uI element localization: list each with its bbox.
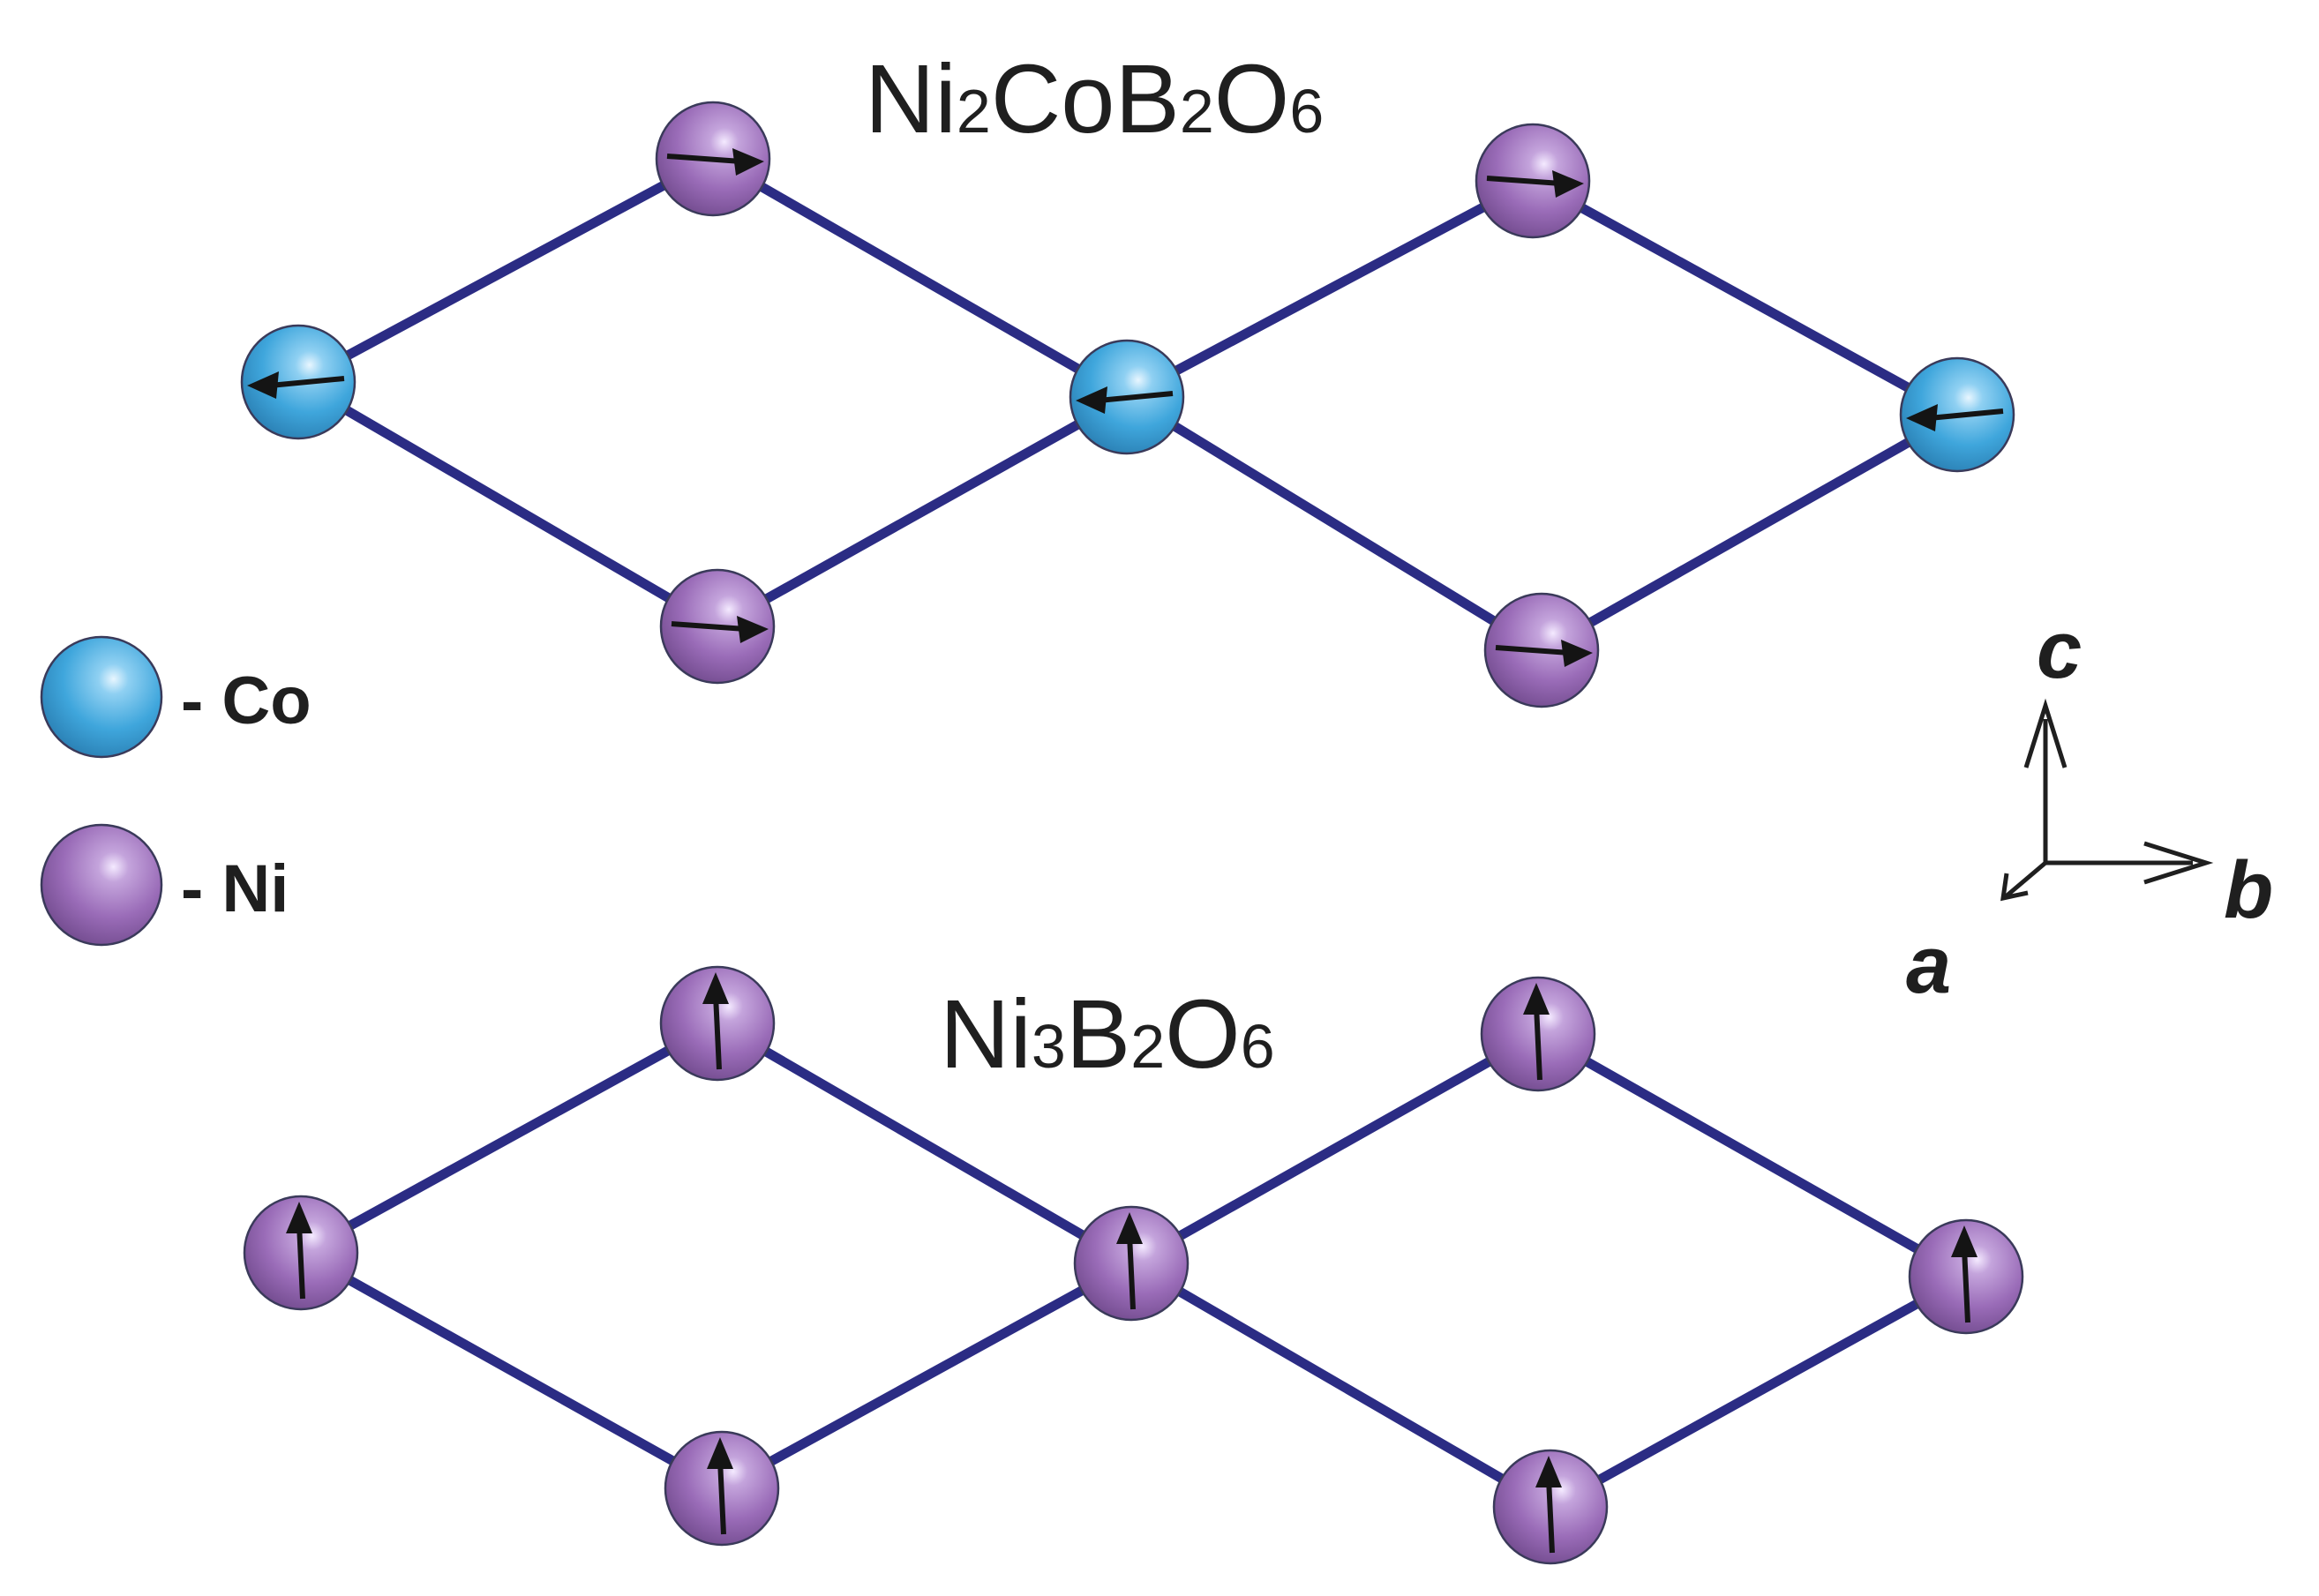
spin-arrow-head: [1906, 404, 1938, 431]
bottom-ni-atom: [1492, 1449, 1609, 1565]
legend-ni-atom: [40, 823, 163, 947]
spin-arrow-head: [1076, 386, 1107, 414]
axis-a-line: [2003, 861, 2047, 899]
top-bond: [715, 393, 1129, 631]
top-bond: [710, 154, 1129, 401]
top-bond: [296, 378, 720, 631]
top-formula-ni: Ni: [865, 45, 957, 154]
legend-co-label: - Co: [181, 663, 311, 738]
bottom-bond: [1535, 1030, 1969, 1281]
bottom-formula-sub-2: 2: [1130, 1012, 1165, 1081]
spin-arrow-shaft: [713, 994, 722, 1070]
axes-indicator: c b a: [1906, 605, 2273, 1010]
legend-co-atom: [40, 635, 163, 759]
bottom-bond: [715, 1019, 1134, 1268]
spin-arrow-head: [1523, 983, 1550, 1015]
bottom-bond: [298, 1248, 724, 1493]
spin-arrow-head: [1535, 1456, 1562, 1487]
bottom-formula: Ni3B2O6: [940, 980, 1275, 1089]
spin-arrow-shaft: [269, 376, 345, 388]
legend: - Co - Ni: [40, 635, 311, 947]
bottom-ni-atom: [1908, 1218, 2024, 1335]
top-formula: Ni2CoB2O6: [865, 45, 1324, 154]
spin-arrow-head: [1951, 1225, 1978, 1257]
bottom-formula-b: B: [1066, 980, 1130, 1089]
top-ni-atom: [655, 101, 771, 217]
spin-arrow-shaft: [1962, 1248, 1970, 1323]
spin-arrow-shaft: [1486, 176, 1562, 186]
bottom-formula-sub-3: 3: [1032, 1012, 1066, 1081]
axis-a-label: a: [1906, 920, 1951, 1010]
spin-arrow-head: [707, 1437, 733, 1469]
spin-arrow-head: [737, 616, 769, 643]
top-co-atom: [240, 324, 356, 440]
spin-arrow-shaft: [1928, 408, 2004, 421]
spin-arrow-shaft: [1127, 1234, 1136, 1310]
axis-b-arrowhead: [2143, 841, 2214, 885]
top-ni-atom: [659, 568, 776, 685]
top-formula-sub-6: 6: [1289, 77, 1324, 146]
spin-arrow-head: [702, 972, 729, 1004]
spin-arrow-head: [247, 371, 279, 399]
top-bond: [1124, 393, 1544, 655]
top-formula-sub-2: 2: [957, 77, 991, 146]
bottom-lattice: [243, 965, 2024, 1565]
top-ni-atom: [1475, 123, 1591, 239]
top-ni-atom: [1483, 592, 1600, 708]
spin-arrow-head: [1116, 1212, 1143, 1244]
spin-arrow-shaft: [296, 1224, 305, 1300]
axis-b-label: b: [2224, 845, 2273, 935]
spin-arrow-head: [732, 148, 764, 176]
bottom-bond: [1129, 1030, 1541, 1268]
bottom-bond: [1548, 1272, 1969, 1511]
bottom-formula-ni: Ni: [940, 980, 1032, 1089]
bottom-ni-atom: [1480, 976, 1596, 1092]
spin-arrow-shaft: [1098, 391, 1174, 403]
spin-arrow-shaft: [671, 621, 747, 632]
top-formula-sub-2b: 2: [1180, 77, 1214, 146]
top-formula-o: O: [1214, 45, 1290, 154]
axis-c-label: c: [2037, 605, 2082, 695]
bottom-formula-o: O: [1165, 980, 1241, 1089]
spin-arrow-shaft: [1495, 645, 1571, 656]
bottom-bond: [1129, 1259, 1553, 1511]
top-bond: [1124, 176, 1535, 401]
bottom-bond: [298, 1019, 720, 1257]
spin-arrow-shaft: [1546, 1478, 1555, 1554]
axis-c-arrowhead: [2023, 698, 2068, 768]
top-formula-co: Co: [991, 45, 1115, 154]
spin-arrow-shaft: [1534, 1005, 1542, 1081]
top-formula-b: B: [1114, 45, 1179, 154]
spin-arrow-shaft: [717, 1459, 726, 1535]
bottom-ni-atom: [243, 1195, 359, 1311]
spin-arrow-shaft: [666, 154, 742, 164]
axis-a-arrowhead: [2000, 873, 2029, 902]
top-co-atom: [1069, 339, 1185, 455]
top-bond: [1539, 410, 1960, 655]
bottom-ni-atom: [664, 1430, 780, 1547]
spin-arrow-head: [1552, 170, 1584, 198]
bottom-ni-atom: [659, 965, 776, 1082]
top-lattice: [240, 101, 2015, 708]
top-bond: [296, 154, 716, 386]
bottom-ni-atom: [1073, 1205, 1190, 1322]
top-bond: [1530, 176, 1960, 419]
legend-ni-label: - Ni: [181, 851, 289, 926]
bottom-formula-sub-6: 6: [1241, 1012, 1275, 1081]
spin-arrow-head: [1561, 640, 1593, 667]
bottom-bond: [719, 1259, 1134, 1493]
top-co-atom: [1899, 356, 2015, 473]
spin-arrow-head: [286, 1202, 312, 1233]
